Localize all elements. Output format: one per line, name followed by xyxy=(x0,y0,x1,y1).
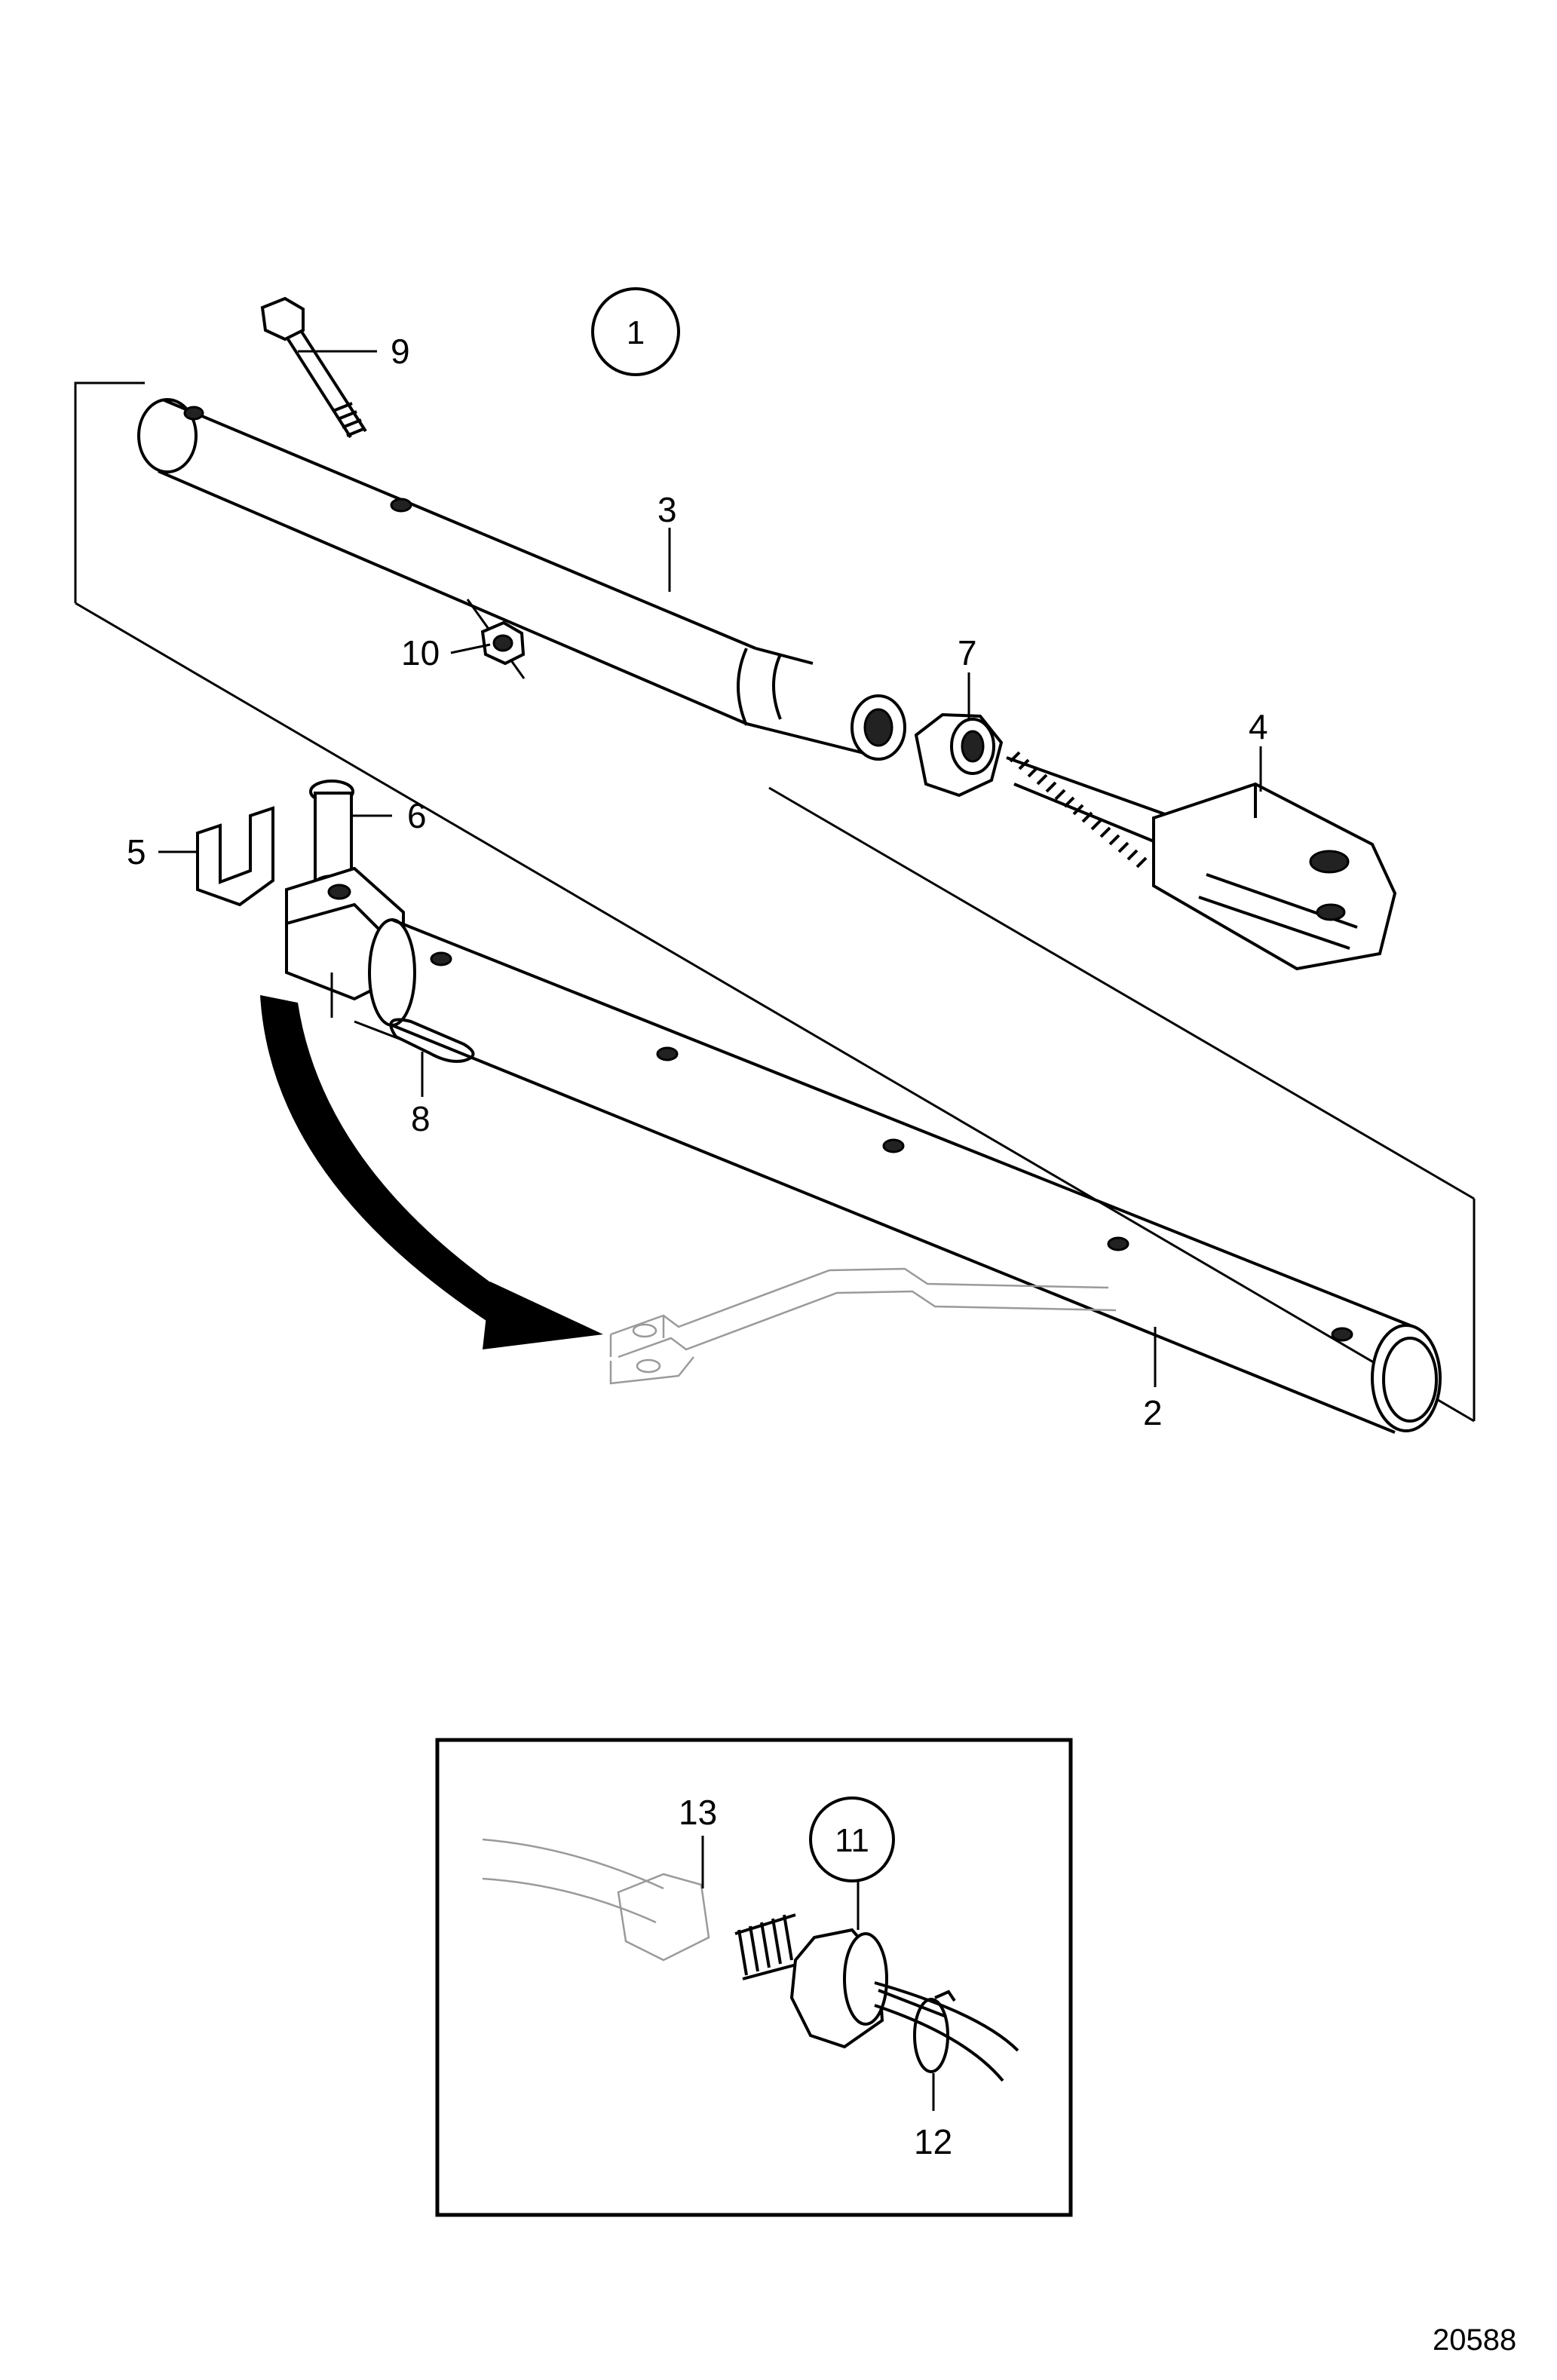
part-12-circlip xyxy=(913,1989,956,2073)
callout-7: 7 xyxy=(958,633,977,672)
circled-callout-1: 1 xyxy=(591,287,680,376)
callout-13: 13 xyxy=(679,1793,717,1832)
callout-12: 12 xyxy=(914,2122,952,2161)
circled-callout-11: 11 xyxy=(809,1796,895,1882)
circled-callout-11-label: 11 xyxy=(835,1822,869,1859)
callout-6: 6 xyxy=(407,796,427,835)
mounting-bracket-ghost xyxy=(609,1267,1117,1385)
circled-callout-1-label: 1 xyxy=(627,314,645,351)
part-10-lock-nut xyxy=(466,599,526,679)
leader-lines xyxy=(158,350,1262,1387)
callout-3: 3 xyxy=(657,490,677,529)
callout-4: 4 xyxy=(1249,707,1268,746)
part-7-nut xyxy=(914,712,1004,798)
callout-9: 9 xyxy=(391,332,410,371)
callout-5: 5 xyxy=(127,832,146,871)
threaded-stud xyxy=(734,1913,800,1980)
part-11-fitting-nut xyxy=(789,1928,888,2049)
part-2-tube xyxy=(285,866,1442,1434)
figure-number: 20588 xyxy=(1433,2323,1516,2357)
part-8-split-pin xyxy=(354,1018,475,1063)
callout-2: 2 xyxy=(1143,1393,1163,1432)
part-3-tube xyxy=(137,398,906,761)
direction-arrow xyxy=(260,995,603,1349)
callout-8: 8 xyxy=(411,1099,431,1138)
detail-inset: 13 12 11 xyxy=(435,1738,1073,2217)
part-9-bolt xyxy=(260,296,367,439)
part-4-clevis xyxy=(1006,751,1397,971)
part-5-u-clip xyxy=(196,806,274,907)
callout-10: 10 xyxy=(401,633,440,672)
assembly-frame xyxy=(74,381,1476,1423)
